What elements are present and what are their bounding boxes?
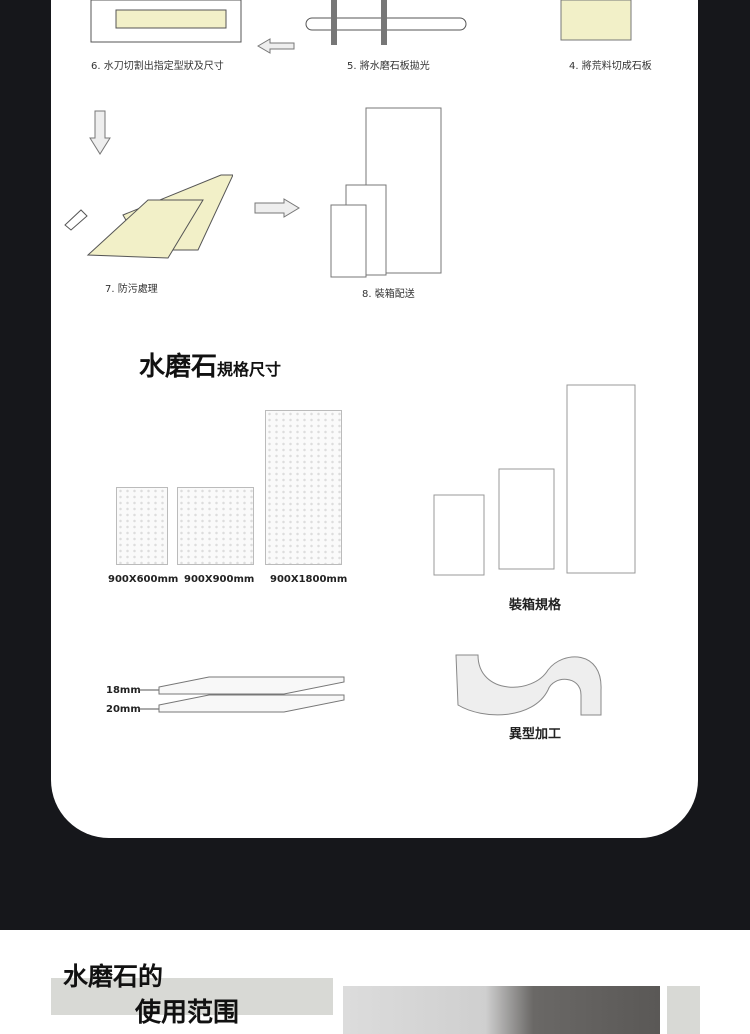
thickness-label: 18mm [106,685,141,696]
arrow-left-icon [257,38,295,54]
custom-shape-label: 異型加工 [509,727,562,742]
step-7-label: 7. 防污處理 [105,284,158,295]
arrow-down-icon [89,110,111,155]
tile-900x600 [116,487,168,565]
slab-thickness-illustration [139,676,345,713]
title-band [51,978,333,1015]
usage-title-line1: 水磨石的 [63,962,164,991]
step-6-label: 6. 水刀切割出指定型狀及尺寸 [91,61,224,72]
specs-subheading: 規格尺寸 [217,360,282,379]
polishing-machine-illustration [305,0,467,45]
tile-900x900 [177,487,254,565]
stain-proofing-illustration [64,174,233,259]
size-label: 900X1800mm [270,574,348,585]
packing-spec-illustration [433,384,636,576]
custom-shape-illustration [455,654,602,716]
step-4-label: 4. 將荒料切成石板 [569,61,652,72]
packing-boxes-illustration [330,107,442,278]
process-card: 6. 水刀切割出指定型狀及尺寸 5. 將水磨石板拋光 4. 將荒料切成石板 7.… [51,0,698,838]
block-cutting-illustration [560,0,632,41]
specs-heading: 水磨石規格尺寸 [139,352,282,382]
usage-photo [343,986,660,1034]
tile-900x1800 [265,410,342,565]
size-label: 900X600mm [108,574,179,585]
packing-spec-label: 裝箱規格 [509,598,562,613]
size-label: 900X900mm [184,574,255,585]
waterjet-machine-illustration [90,0,242,43]
step-5-label: 5. 將水磨石板拋光 [347,61,430,72]
step-8-label: 8. 裝箱配送 [362,289,415,300]
side-band [667,986,700,1034]
arrow-right-icon [254,198,300,218]
usage-title-line2: 使用范围 [135,998,240,1028]
thickness-label: 20mm [106,704,141,715]
